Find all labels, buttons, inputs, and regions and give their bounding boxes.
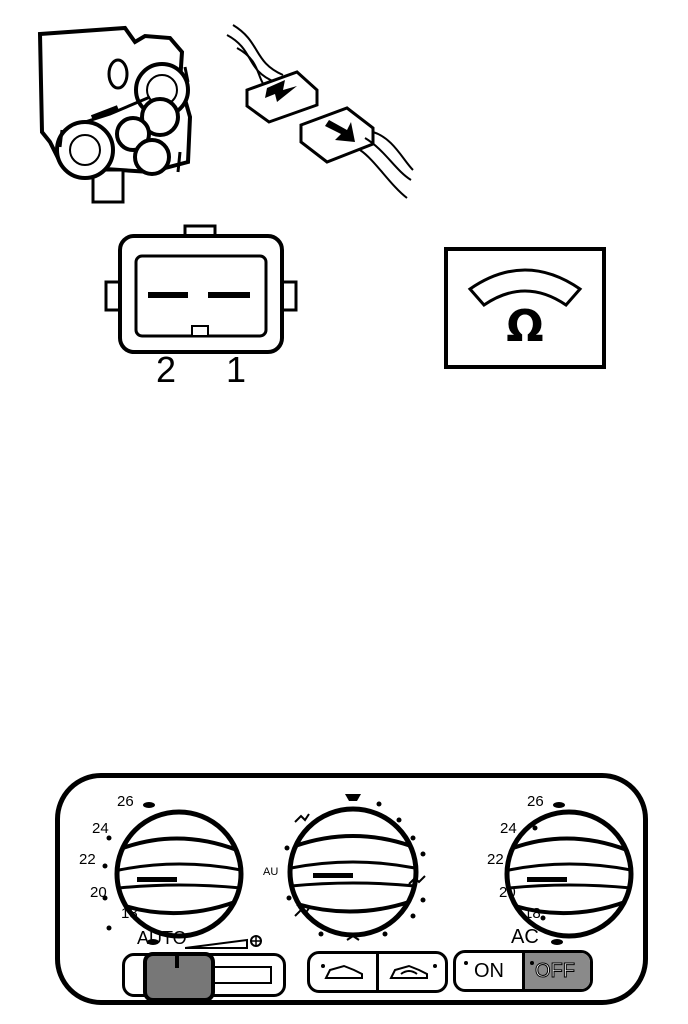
ac-off-indicator-icon: [530, 961, 534, 965]
airflow-floor-icon: [294, 907, 310, 917]
two-pin-connector-diagram: [104, 224, 298, 354]
right-temp-26: 26: [527, 793, 544, 810]
ac-on-label: ON: [474, 960, 504, 982]
pin-number-1: 1: [226, 349, 247, 390]
fan-speed-slider[interactable]: [122, 952, 286, 1002]
center-dial-knob[interactable]: [273, 788, 433, 948]
ohm-symbol: Ω: [506, 301, 544, 352]
mechanism-illustration: [37, 25, 193, 204]
left-temp-26: 26: [117, 793, 134, 810]
connector-disconnect-illustration: [226, 24, 414, 199]
ac-off-button[interactable]: OFF: [525, 953, 590, 989]
fan-slider-auto-label: AUTO: [137, 928, 187, 948]
right-dial-knob[interactable]: [497, 798, 647, 948]
left-temperature-dial[interactable]: 26 24 22 20 18: [79, 793, 247, 948]
ac-label: AC: [511, 926, 539, 948]
airflow-face-icon: [294, 813, 310, 823]
left-temp-20: 20: [90, 884, 107, 901]
left-temp-18: 18: [121, 905, 138, 922]
ac-on-indicator-icon: [464, 961, 468, 965]
fan-slider-track: [212, 966, 272, 984]
center-dial-auto-label: AU: [263, 866, 279, 878]
right-temp-18: 18: [524, 905, 541, 922]
defrost-icon: [345, 794, 361, 801]
right-temperature-dial[interactable]: 26 24 22 20 18: [487, 793, 647, 948]
right-temp-22: 22: [487, 851, 504, 868]
car-fresh-air-icon: [321, 964, 363, 979]
climate-control-panel: 26 24 22 20 18: [55, 773, 648, 1005]
ac-button-group: ON OFF: [453, 950, 593, 992]
center-airflow-dial[interactable]: AU: [263, 788, 433, 948]
fan-speed-ramp-icon: [185, 935, 262, 949]
ac-on-button[interactable]: ON: [456, 953, 525, 989]
pin-number-2: 2: [156, 349, 177, 390]
left-temp-22: 22: [79, 851, 96, 868]
ohmmeter-symbol: Ω: [444, 247, 606, 369]
airflow-bottom-icon: [346, 934, 360, 941]
meter-scale-arc-icon: [467, 268, 583, 307]
recirculate-button[interactable]: [379, 954, 445, 990]
fresh-air-button[interactable]: [310, 954, 379, 990]
fan-slider-handle[interactable]: [143, 952, 215, 1002]
right-temp-24: 24: [500, 820, 517, 837]
ac-off-label: OFF: [535, 960, 576, 983]
air-source-button-group: [307, 951, 448, 993]
car-recirculation-icon: [389, 964, 437, 979]
fan-slider-handle-notch: [175, 956, 179, 968]
airflow-feet-icon: [408, 875, 426, 885]
right-temp-20: 20: [499, 884, 516, 901]
left-dial-knob[interactable]: [97, 798, 247, 948]
left-temp-24: 24: [92, 820, 109, 837]
